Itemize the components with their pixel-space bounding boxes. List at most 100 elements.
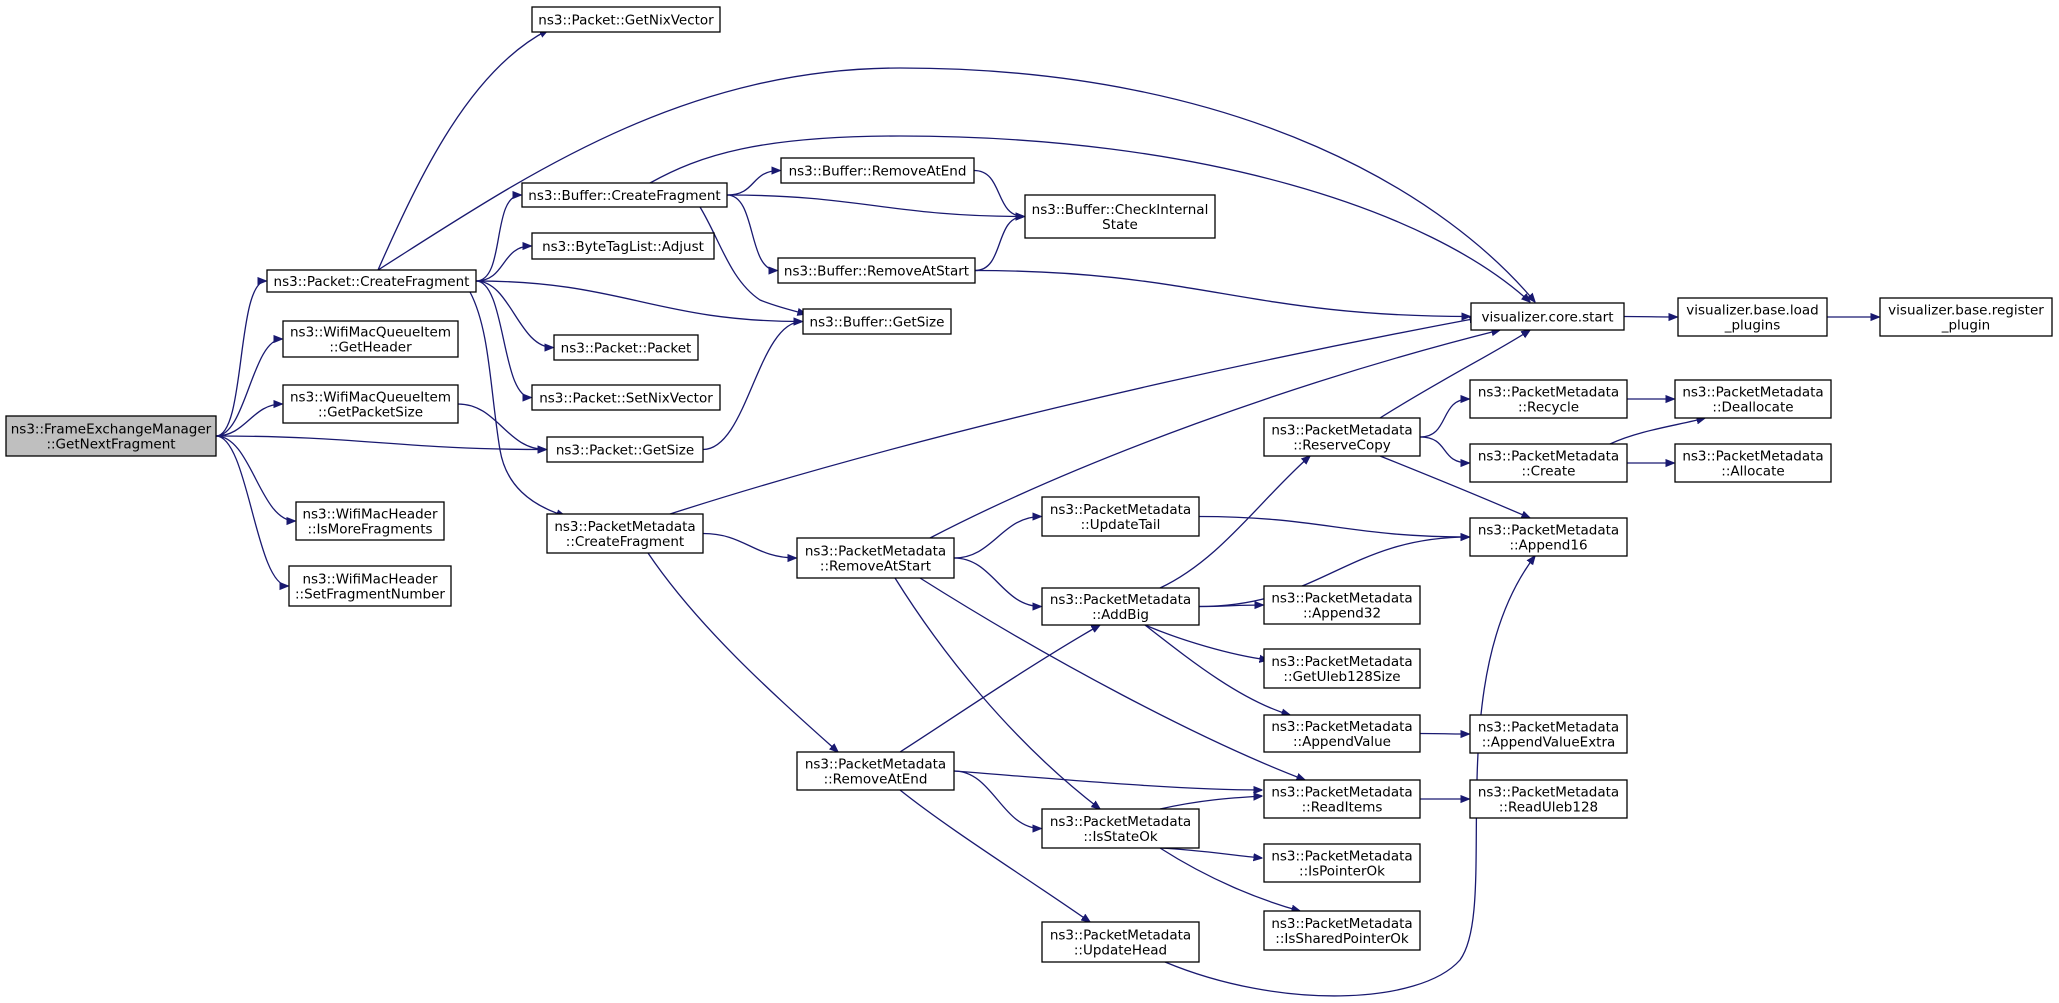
node-n33[interactable]: ns3::PacketMetadata::Recycle <box>1469 379 1628 419</box>
node-label: ns3::Packet::GetSize <box>556 443 694 459</box>
edge-n1-to-n8 <box>475 195 521 282</box>
node-n9[interactable]: ns3::ByteTagList::Adjust <box>531 232 715 260</box>
node-n38[interactable]: ns3::PacketMetadata::AppendValueExtra <box>1469 714 1628 754</box>
edge-n8-to-n16 <box>726 194 1024 217</box>
node-label: ::SetFragmentNumber <box>295 587 445 603</box>
node-n27[interactable]: ns3::PacketMetadata::Append32 <box>1263 585 1421 625</box>
node-n1[interactable]: ns3::Packet::CreateFragment <box>266 269 477 293</box>
node-label: ns3::PacketMetadata <box>1271 591 1412 607</box>
node-n21[interactable]: ns3::PacketMetadata::RemoveAtEnd <box>796 751 955 791</box>
node-box <box>546 436 704 463</box>
node-n18[interactable]: visualizer.base.load_plugins <box>1677 297 1828 337</box>
node-label: ::UpdateTail <box>1081 517 1161 533</box>
node-label: ::CreateFragment <box>566 534 684 550</box>
node-box <box>796 537 955 579</box>
node-n14[interactable]: ns3::Buffer::RemoveAtStart <box>777 257 976 284</box>
node-n15[interactable]: ns3::Buffer::GetSize <box>802 308 952 335</box>
node-label: ns3::Buffer::CheckInternal <box>1032 202 1209 218</box>
node-label: ::IsMoreFragments <box>307 522 432 538</box>
edge-n20-to-n22 <box>953 517 1041 559</box>
edge-n21-to-n23 <box>899 625 1100 753</box>
node-n30[interactable]: ns3::PacketMetadata::ReadItems <box>1263 779 1421 819</box>
node-n36[interactable]: ns3::PacketMetadata::Deallocate <box>1674 379 1832 419</box>
node-n2[interactable]: ns3::WifiMacQueueItem::GetHeader <box>282 320 459 358</box>
edge-n12-to-n20 <box>702 532 796 559</box>
edge-n14-to-n16 <box>974 217 1024 272</box>
edge-n1-to-n12 <box>469 291 565 516</box>
node-n7[interactable]: ns3::Packet::GetNixVector <box>531 6 721 33</box>
node-label: ::Deallocate <box>1712 400 1793 416</box>
node-label: ns3::Buffer::RemoveAtEnd <box>789 164 967 180</box>
node-n8[interactable]: ns3::Buffer::CreateFragment <box>521 182 728 208</box>
node-label: ns3::PacketMetadata <box>1050 928 1191 944</box>
edge-n12-to-n21 <box>647 552 838 752</box>
node-label: ::ReadItems <box>1302 800 1383 816</box>
edge-n21-to-n30 <box>953 770 1262 790</box>
node-box <box>1469 714 1628 754</box>
node-n10[interactable]: ns3::Packet::Packet <box>553 334 699 361</box>
node-n12[interactable]: ns3::PacketMetadata::CreateFragment <box>546 513 704 554</box>
node-n0[interactable]: ns3::FrameExchangeManager::GetNextFragme… <box>5 415 217 457</box>
node-n13[interactable]: ns3::Buffer::RemoveAtEnd <box>780 157 975 184</box>
node-n11[interactable]: ns3::Packet::SetNixVector <box>531 384 721 411</box>
node-n24[interactable]: ns3::PacketMetadata::IsStateOk <box>1041 808 1200 849</box>
node-n29[interactable]: ns3::PacketMetadata::AppendValue <box>1263 714 1421 753</box>
node-n37[interactable]: ns3::PacketMetadata::Allocate <box>1674 443 1832 483</box>
node-box <box>1263 910 1421 951</box>
edge-n26-to-n33 <box>1419 399 1469 438</box>
node-box <box>780 157 975 184</box>
node-box <box>1677 297 1828 337</box>
edge-n29-to-n38 <box>1419 734 1469 735</box>
node-label: ns3::PacketMetadata <box>1271 785 1412 801</box>
edges-layer <box>215 30 1879 997</box>
node-n26[interactable]: ns3::PacketMetadata::ReserveCopy <box>1263 417 1421 457</box>
edge-n24-to-n32 <box>1159 847 1300 911</box>
node-label: ns3::PacketMetadata <box>1682 385 1823 401</box>
node-n23[interactable]: ns3::PacketMetadata::AddBig <box>1041 587 1200 626</box>
node-n20[interactable]: ns3::PacketMetadata::RemoveAtStart <box>796 537 955 579</box>
edge-n20-to-n17 <box>929 330 1500 539</box>
edge-n8-to-n14 <box>726 194 777 271</box>
node-label: ns3::PacketMetadata <box>1050 814 1191 830</box>
node-n4[interactable]: ns3::Packet::GetSize <box>546 436 704 463</box>
node-n6[interactable]: ns3::WifiMacHeader::SetFragmentNumber <box>288 565 452 607</box>
node-n35[interactable]: ns3::PacketMetadata::Append16 <box>1469 517 1628 557</box>
node-box <box>266 269 477 293</box>
node-n17[interactable]: visualizer.core.start <box>1470 302 1625 331</box>
edge-n21-to-n25 <box>899 789 1090 922</box>
node-n28[interactable]: ns3::PacketMetadata::GetUleb128Size <box>1263 648 1421 689</box>
edge-n23-to-n27 <box>1198 605 1263 607</box>
node-label: ::GetUleb128Size <box>1283 669 1400 685</box>
node-box <box>1024 194 1216 239</box>
node-box <box>1470 302 1625 331</box>
node-label: ns3::WifiMacHeader <box>302 572 438 588</box>
node-n25[interactable]: ns3::PacketMetadata::UpdateHead <box>1041 921 1200 963</box>
node-box <box>1674 443 1832 483</box>
edge-n23-to-n28 <box>1144 624 1268 660</box>
node-n5[interactable]: ns3::WifiMacHeader::IsMoreFragments <box>295 501 445 541</box>
node-label: ::Append16 <box>1509 538 1587 554</box>
node-label: ns3::PacketMetadata <box>1478 785 1619 801</box>
node-n22[interactable]: ns3::PacketMetadata::UpdateTail <box>1041 496 1200 537</box>
node-label: ::Allocate <box>1721 464 1784 480</box>
node-box <box>1263 779 1421 819</box>
node-n19[interactable]: visualizer.base.register_plugin <box>1879 297 2053 337</box>
node-n39[interactable]: ns3::PacketMetadata::ReadUleb128 <box>1469 779 1628 819</box>
node-n3[interactable]: ns3::WifiMacQueueItem::GetPacketSize <box>282 384 459 424</box>
node-n31[interactable]: ns3::PacketMetadata::IsPointerOk <box>1263 843 1421 883</box>
node-box <box>531 6 721 33</box>
node-n32[interactable]: ns3::PacketMetadata::IsSharedPointerOk <box>1263 910 1421 951</box>
node-label: _plugins <box>1724 318 1781 334</box>
edge-n17-to-n18 <box>1623 317 1677 318</box>
edge-n20-to-n24 <box>894 577 1100 809</box>
node-n34[interactable]: ns3::PacketMetadata::Create <box>1469 443 1628 483</box>
nodes-layer: ns3::FrameExchangeManager::GetNextFragme… <box>5 6 2053 963</box>
edge-n4-to-n15 <box>702 322 802 451</box>
node-box <box>1469 779 1628 819</box>
node-label: ns3::Packet::CreateFragment <box>274 274 470 290</box>
node-label: ns3::PacketMetadata <box>1271 423 1412 439</box>
node-label: ns3::PacketMetadata <box>1682 449 1823 465</box>
edge-n34-to-n36 <box>1609 418 1705 445</box>
